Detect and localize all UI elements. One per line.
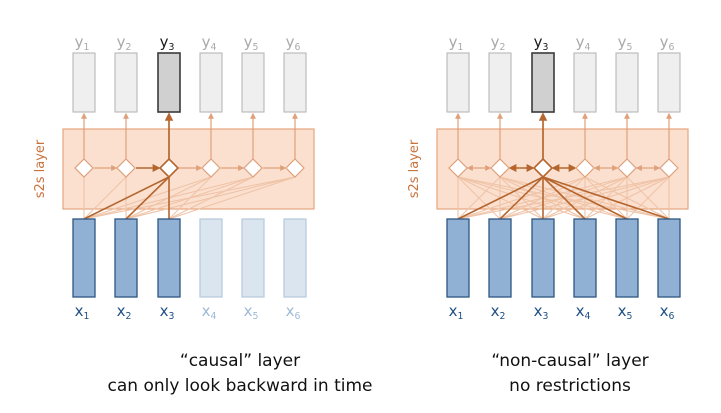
input-label: x6 [286, 302, 301, 322]
input-box [283, 218, 307, 298]
input-label: x6 [660, 302, 675, 322]
causal-caption: “causal” layer can only look backward in… [60, 349, 420, 399]
output-label: y2 [117, 33, 132, 53]
diamond-node [617, 158, 637, 178]
output-box [241, 52, 265, 113]
input-label: x2 [491, 302, 506, 322]
output-box [446, 52, 470, 113]
input-box [199, 218, 223, 298]
output-label: y4 [202, 33, 217, 53]
s2s-layer-box [62, 128, 315, 210]
input-box [615, 218, 639, 298]
active-connection-line [499, 176, 544, 220]
input-label: x5 [244, 302, 259, 322]
output-box [531, 52, 555, 113]
diamond-node [201, 158, 221, 178]
output-label: y6 [286, 33, 301, 53]
output-box [615, 52, 639, 113]
causal-caption-title: “causal” layer [179, 351, 301, 371]
s2s-layer-label: s2s layer [407, 139, 422, 198]
active-connection-line [125, 176, 170, 220]
diamond-node [575, 158, 595, 178]
connection-line [626, 176, 670, 220]
output-box [199, 52, 223, 113]
diamond-node [243, 158, 263, 178]
diamond-node [116, 158, 136, 178]
input-label: x4 [576, 302, 591, 322]
output-label: y1 [75, 33, 90, 53]
input-label: x3 [534, 302, 549, 322]
input-box [157, 218, 181, 298]
output-label: y5 [244, 33, 259, 53]
input-label: x2 [117, 302, 132, 322]
input-label: x1 [449, 302, 464, 322]
output-box [72, 52, 96, 113]
active-connection-line [457, 176, 544, 220]
input-box [114, 218, 138, 298]
input-label: x4 [202, 302, 217, 322]
non-causal-caption: “non-causal” layer no restrictions [390, 349, 721, 399]
input-box [241, 218, 265, 298]
s2s-layer-label: s2s layer [33, 139, 48, 198]
input-box [446, 218, 470, 298]
diamond-node [490, 158, 510, 178]
input-box [72, 218, 96, 298]
output-label: y6 [660, 33, 675, 53]
active-connection-line [83, 176, 170, 220]
non-causal-caption-title: “non-causal” layer [491, 351, 649, 371]
input-label: x5 [618, 302, 633, 322]
connection-line [168, 176, 296, 220]
non-causal-caption-subtitle: no restrictions [509, 376, 631, 396]
output-label: y5 [618, 33, 633, 53]
connection-line [125, 176, 296, 220]
output-box [657, 52, 681, 113]
input-box [657, 218, 681, 298]
output-label: y3 [534, 33, 549, 53]
diamond-node [659, 158, 679, 178]
diamond-node [285, 158, 305, 178]
input-box [488, 218, 512, 298]
active-connection-line [542, 176, 586, 220]
causal-caption-subtitle: can only look backward in time [107, 376, 373, 396]
active-connection-line [542, 176, 628, 220]
output-label: y4 [576, 33, 591, 53]
active-connection-line [542, 176, 670, 220]
input-label: x1 [75, 302, 90, 322]
diamond-node [532, 157, 554, 179]
output-box [488, 52, 512, 113]
diamond-node [158, 157, 180, 179]
diamond-node [74, 158, 94, 178]
non-causal-panel: s2s layer y1 y2 y3 y4 y5 y6 x1 x2 x3 x4 x5 x6 [407, 33, 689, 322]
output-box [114, 52, 138, 113]
connection-line [584, 176, 670, 220]
input-label: x3 [160, 302, 175, 322]
input-box [573, 218, 597, 298]
connection-line [457, 176, 501, 220]
output-label: y1 [449, 33, 464, 53]
connection-line [83, 176, 296, 220]
output-box [157, 52, 181, 113]
diamond-node [448, 158, 468, 178]
output-box [573, 52, 597, 113]
causal-panel: s2s layer y1 y2 y3 y4 y5 y6 x1 x2 x3 x4 x5 x6 [33, 33, 315, 322]
output-box [283, 52, 307, 113]
output-label: y3 [160, 33, 175, 53]
connection-line [83, 176, 127, 220]
output-label: y2 [491, 33, 506, 53]
input-box [531, 218, 555, 298]
